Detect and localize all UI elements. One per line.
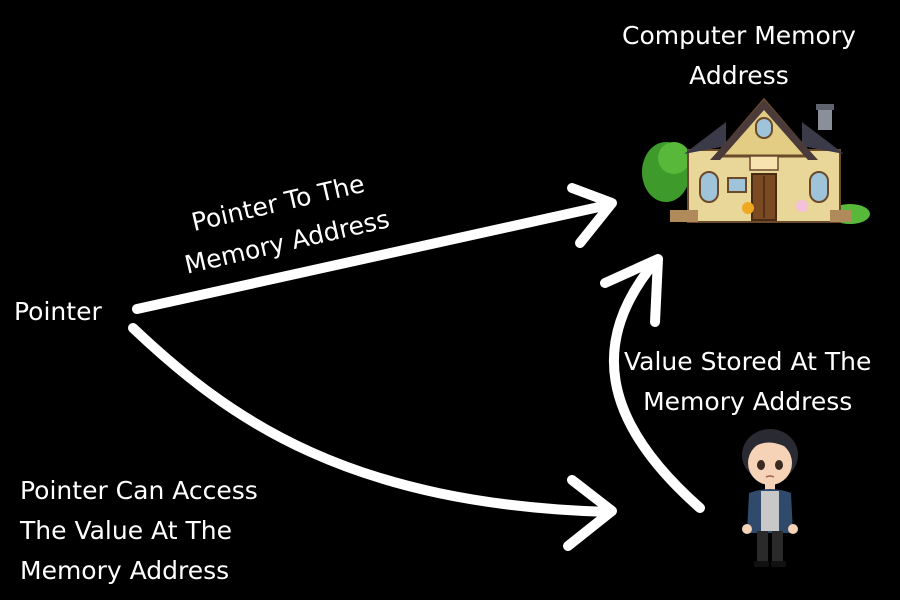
- arrow-pointer-to-value: [128, 323, 615, 517]
- pointer-label: Pointer: [14, 292, 102, 332]
- pointer-access-label: Pointer Can Access The Value At The Memo…: [20, 471, 258, 591]
- computer-memory-line-1: Computer Memory: [622, 21, 856, 50]
- computer-memory-address-label: Computer Memory Address: [622, 16, 856, 96]
- house-icon: [642, 98, 870, 224]
- arrowhead-pointer-to-value: [563, 475, 617, 551]
- pointer-access-line-1: Pointer Can Access: [20, 476, 258, 505]
- arrow-pointer-to-address: [132, 200, 613, 314]
- pointer-label-text: Pointer: [14, 297, 102, 326]
- arrowhead-pointer-to-address: [567, 183, 617, 248]
- boy-character-icon: [742, 429, 798, 567]
- arrowhead-value-to-address: [600, 254, 663, 327]
- arrow-value-to-address: [609, 257, 705, 513]
- value-stored-line-2: Memory Address: [643, 387, 853, 416]
- value-stored-label: Value Stored At The Memory Address: [624, 342, 871, 422]
- pointer-access-line-2: The Value At The: [20, 516, 232, 545]
- pointer-access-line-3: Memory Address: [20, 556, 230, 585]
- value-stored-line-1: Value Stored At The: [624, 347, 872, 376]
- computer-memory-line-2: Address: [689, 61, 789, 90]
